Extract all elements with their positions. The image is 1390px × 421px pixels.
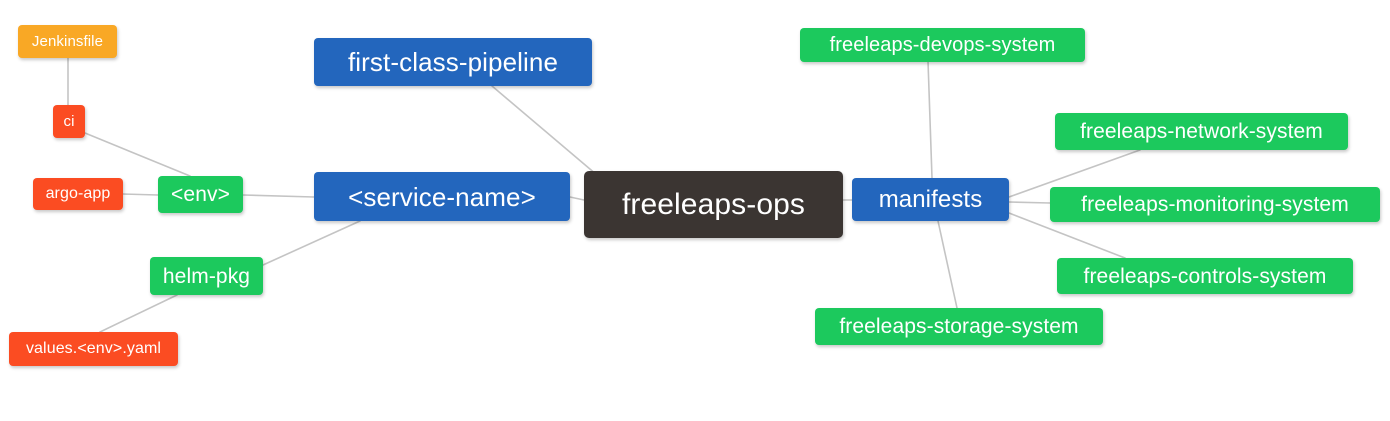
- mindmap-node-freeleaps-ops[interactable]: freeleaps-ops: [584, 171, 843, 238]
- mindmap-node-label: freeleaps-monitoring-system: [1081, 193, 1349, 216]
- mindmap-node-label: helm-pkg: [162, 264, 251, 288]
- mindmap-node-label: freeleaps-controls-system: [1083, 264, 1327, 288]
- mindmap-node-label: freeleaps-network-system: [1080, 120, 1323, 143]
- mindmap-node-first-class-pipeline[interactable]: first-class-pipeline: [314, 38, 592, 86]
- mindmap-node-label: values.<env>.yaml: [25, 340, 162, 357]
- mindmap-node-values-yaml[interactable]: values.<env>.yaml: [9, 332, 178, 366]
- mindmap-node-label: argo-app: [45, 185, 111, 202]
- mindmap-node-label: Jenkinsfile: [31, 33, 104, 50]
- mindmap-node-freeleaps-network-system[interactable]: freeleaps-network-system: [1055, 113, 1348, 150]
- mindmap-node-env[interactable]: <env>: [158, 176, 243, 213]
- mindmap-node-jenkinsfile[interactable]: Jenkinsfile: [18, 25, 117, 58]
- mindmap-node-manifests[interactable]: manifests: [852, 178, 1009, 221]
- mindmap-node-ci[interactable]: ci: [53, 105, 85, 138]
- mindmap-node-label: manifests: [878, 185, 983, 213]
- mindmap-node-label: freeleaps-devops-system: [829, 34, 1056, 56]
- mindmap-node-label: first-class-pipeline: [347, 47, 559, 77]
- mindmap-node-freeleaps-devops-system[interactable]: freeleaps-devops-system: [800, 28, 1085, 62]
- mindmap-node-freeleaps-storage-system[interactable]: freeleaps-storage-system: [815, 308, 1103, 345]
- mindmap-node-helm-pkg[interactable]: helm-pkg: [150, 257, 263, 295]
- mindmap-node-label: freeleaps-ops: [621, 187, 806, 221]
- mindmap-node-service-name[interactable]: <service-name>: [314, 172, 570, 221]
- mindmap-node-freeleaps-controls-system[interactable]: freeleaps-controls-system: [1057, 258, 1353, 294]
- mindmap-node-argo-app[interactable]: argo-app: [33, 178, 123, 210]
- mindmap-node-label: ci: [63, 113, 75, 130]
- mindmap-node-label: <env>: [171, 183, 230, 206]
- mindmap-node-label: <service-name>: [348, 181, 536, 212]
- mindmap-node-label: freeleaps-storage-system: [839, 315, 1079, 338]
- mindmap-node-freeleaps-monitoring-system[interactable]: freeleaps-monitoring-system: [1050, 187, 1380, 222]
